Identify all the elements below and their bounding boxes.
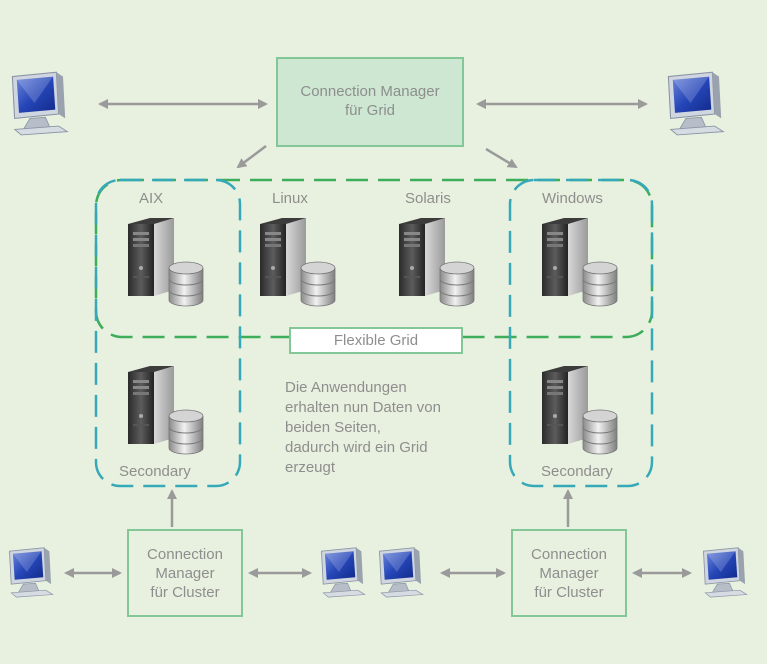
cluster-manager-right-label: Connection Manager für Cluster <box>512 545 626 602</box>
description-text: Die Anwendungen erhalten nun Daten von b… <box>285 378 441 478</box>
grid-manager-label-line2: für Grid <box>344 102 395 119</box>
server-secondary-left-icon <box>127 366 204 455</box>
platform-label-windows: Windows <box>542 190 603 207</box>
server-windows-icon <box>541 218 618 307</box>
monitor-bottom-left-icon <box>9 547 54 598</box>
monitor-top-right-icon <box>667 71 724 136</box>
cluster-manager-left-line3: für Cluster <box>150 584 220 601</box>
description-line2: erhalten nun Daten von <box>285 399 441 416</box>
monitor-bottom-right-icon <box>703 547 748 598</box>
secondary-left-label: Secondary <box>119 463 191 480</box>
monitor-bottom-center-a-icon <box>321 547 366 598</box>
grid-manager-label-line1: Connection Manager <box>300 83 440 100</box>
cluster-manager-left-box <box>127 529 243 617</box>
cluster-manager-right-box <box>511 529 627 617</box>
flexible-grid-label: Flexible Grid <box>333 332 419 349</box>
monitor-top-left-icon <box>11 71 68 136</box>
server-secondary-right-icon <box>541 366 618 455</box>
cluster-manager-right-line1: Connection <box>531 546 607 563</box>
description-line4: dadurch wird ein Grid <box>285 439 428 456</box>
cluster-manager-left-label: Connection Manager für Cluster <box>128 545 242 602</box>
description-line3: beiden Seiten, <box>285 419 381 436</box>
arrow-grid-manager-to-right-cluster <box>485 147 518 169</box>
flexible-grid-label-box <box>289 327 463 354</box>
arrow-grid-manager-to-left-cluster <box>236 145 267 169</box>
cluster-manager-right-line3: für Cluster <box>534 584 604 601</box>
cluster-manager-left-line1: Connection <box>147 546 223 563</box>
server-aix-icon <box>127 218 204 307</box>
description-line5: erzeugt <box>285 459 336 476</box>
platform-label-aix: AIX <box>139 190 164 207</box>
right-cluster-boundary <box>508 178 654 488</box>
left-cluster-boundary <box>94 178 242 488</box>
server-linux-icon <box>259 218 336 307</box>
monitor-bottom-center-b-icon <box>379 547 424 598</box>
description-line1: Die Anwendungen <box>285 379 407 396</box>
secondary-right-label: Secondary <box>541 463 613 480</box>
server-solaris-icon <box>398 218 475 307</box>
cluster-manager-right-line2: Manager <box>539 565 599 582</box>
grid-manager-label: Connection Manager für Grid <box>277 82 463 120</box>
platform-label-solaris: Solaris <box>405 190 451 207</box>
cluster-manager-left-line2: Manager <box>155 565 215 582</box>
grid-connection-manager-box <box>276 57 464 147</box>
platform-label-linux: Linux <box>272 190 308 207</box>
